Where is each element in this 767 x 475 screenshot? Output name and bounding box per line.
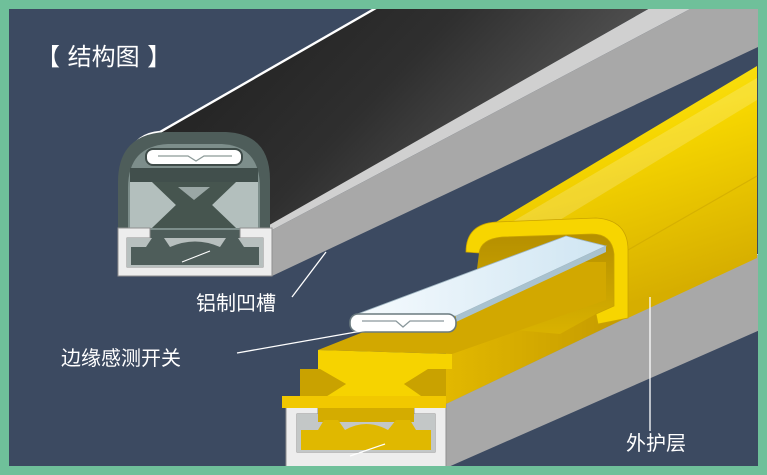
- profile-strut-front: [320, 369, 428, 398]
- holder-plate: [130, 168, 258, 182]
- diagram-title: 【 结构图 】: [36, 43, 171, 71]
- outer-layer-front-section: [465, 217, 629, 325]
- leader-aluminum-channel: [291, 251, 327, 298]
- profile-foot: [282, 396, 446, 408]
- label-outer-protective-layer: 外护层: [626, 431, 686, 455]
- profile-base: [131, 238, 259, 265]
- leader-edge-sensing-switch: [236, 328, 374, 354]
- label-aluminum-channel: 铝制凹槽: [196, 291, 276, 315]
- profile-plate-front: [318, 350, 452, 369]
- sensing-switch-strip-side: [456, 246, 606, 322]
- sensing-switch-front: [145, 148, 243, 166]
- channel-side-face: [446, 254, 758, 466]
- base-highlight-line: [349, 443, 386, 457]
- channel-side-face: [272, 9, 758, 276]
- outer-layer-ridge: [627, 175, 758, 251]
- outer-layer-body: [466, 66, 757, 324]
- profile-wing-right: [404, 369, 446, 398]
- profile-wing-left: [300, 369, 346, 398]
- label-edge-sensing-switch: 边缘感测开关: [61, 346, 181, 370]
- channel-top-surface: [262, 9, 691, 230]
- yellow-edge-assembly: [282, 66, 758, 466]
- profile-web: [318, 406, 414, 422]
- profile-base: [301, 420, 431, 450]
- sensing-switch-contact: [158, 155, 232, 162]
- cavity-panel-left: [130, 182, 176, 228]
- base-highlight-line: [181, 250, 211, 263]
- sensing-switch-front: [349, 313, 457, 333]
- support-strut: [152, 182, 236, 228]
- rubber-edge-assembly: [117, 9, 758, 277]
- cavity-panel-right: [212, 182, 258, 228]
- strut-light-panel: [178, 187, 210, 200]
- outer-layer-highlight: [505, 78, 757, 232]
- sensing-switch-contact: [362, 320, 444, 328]
